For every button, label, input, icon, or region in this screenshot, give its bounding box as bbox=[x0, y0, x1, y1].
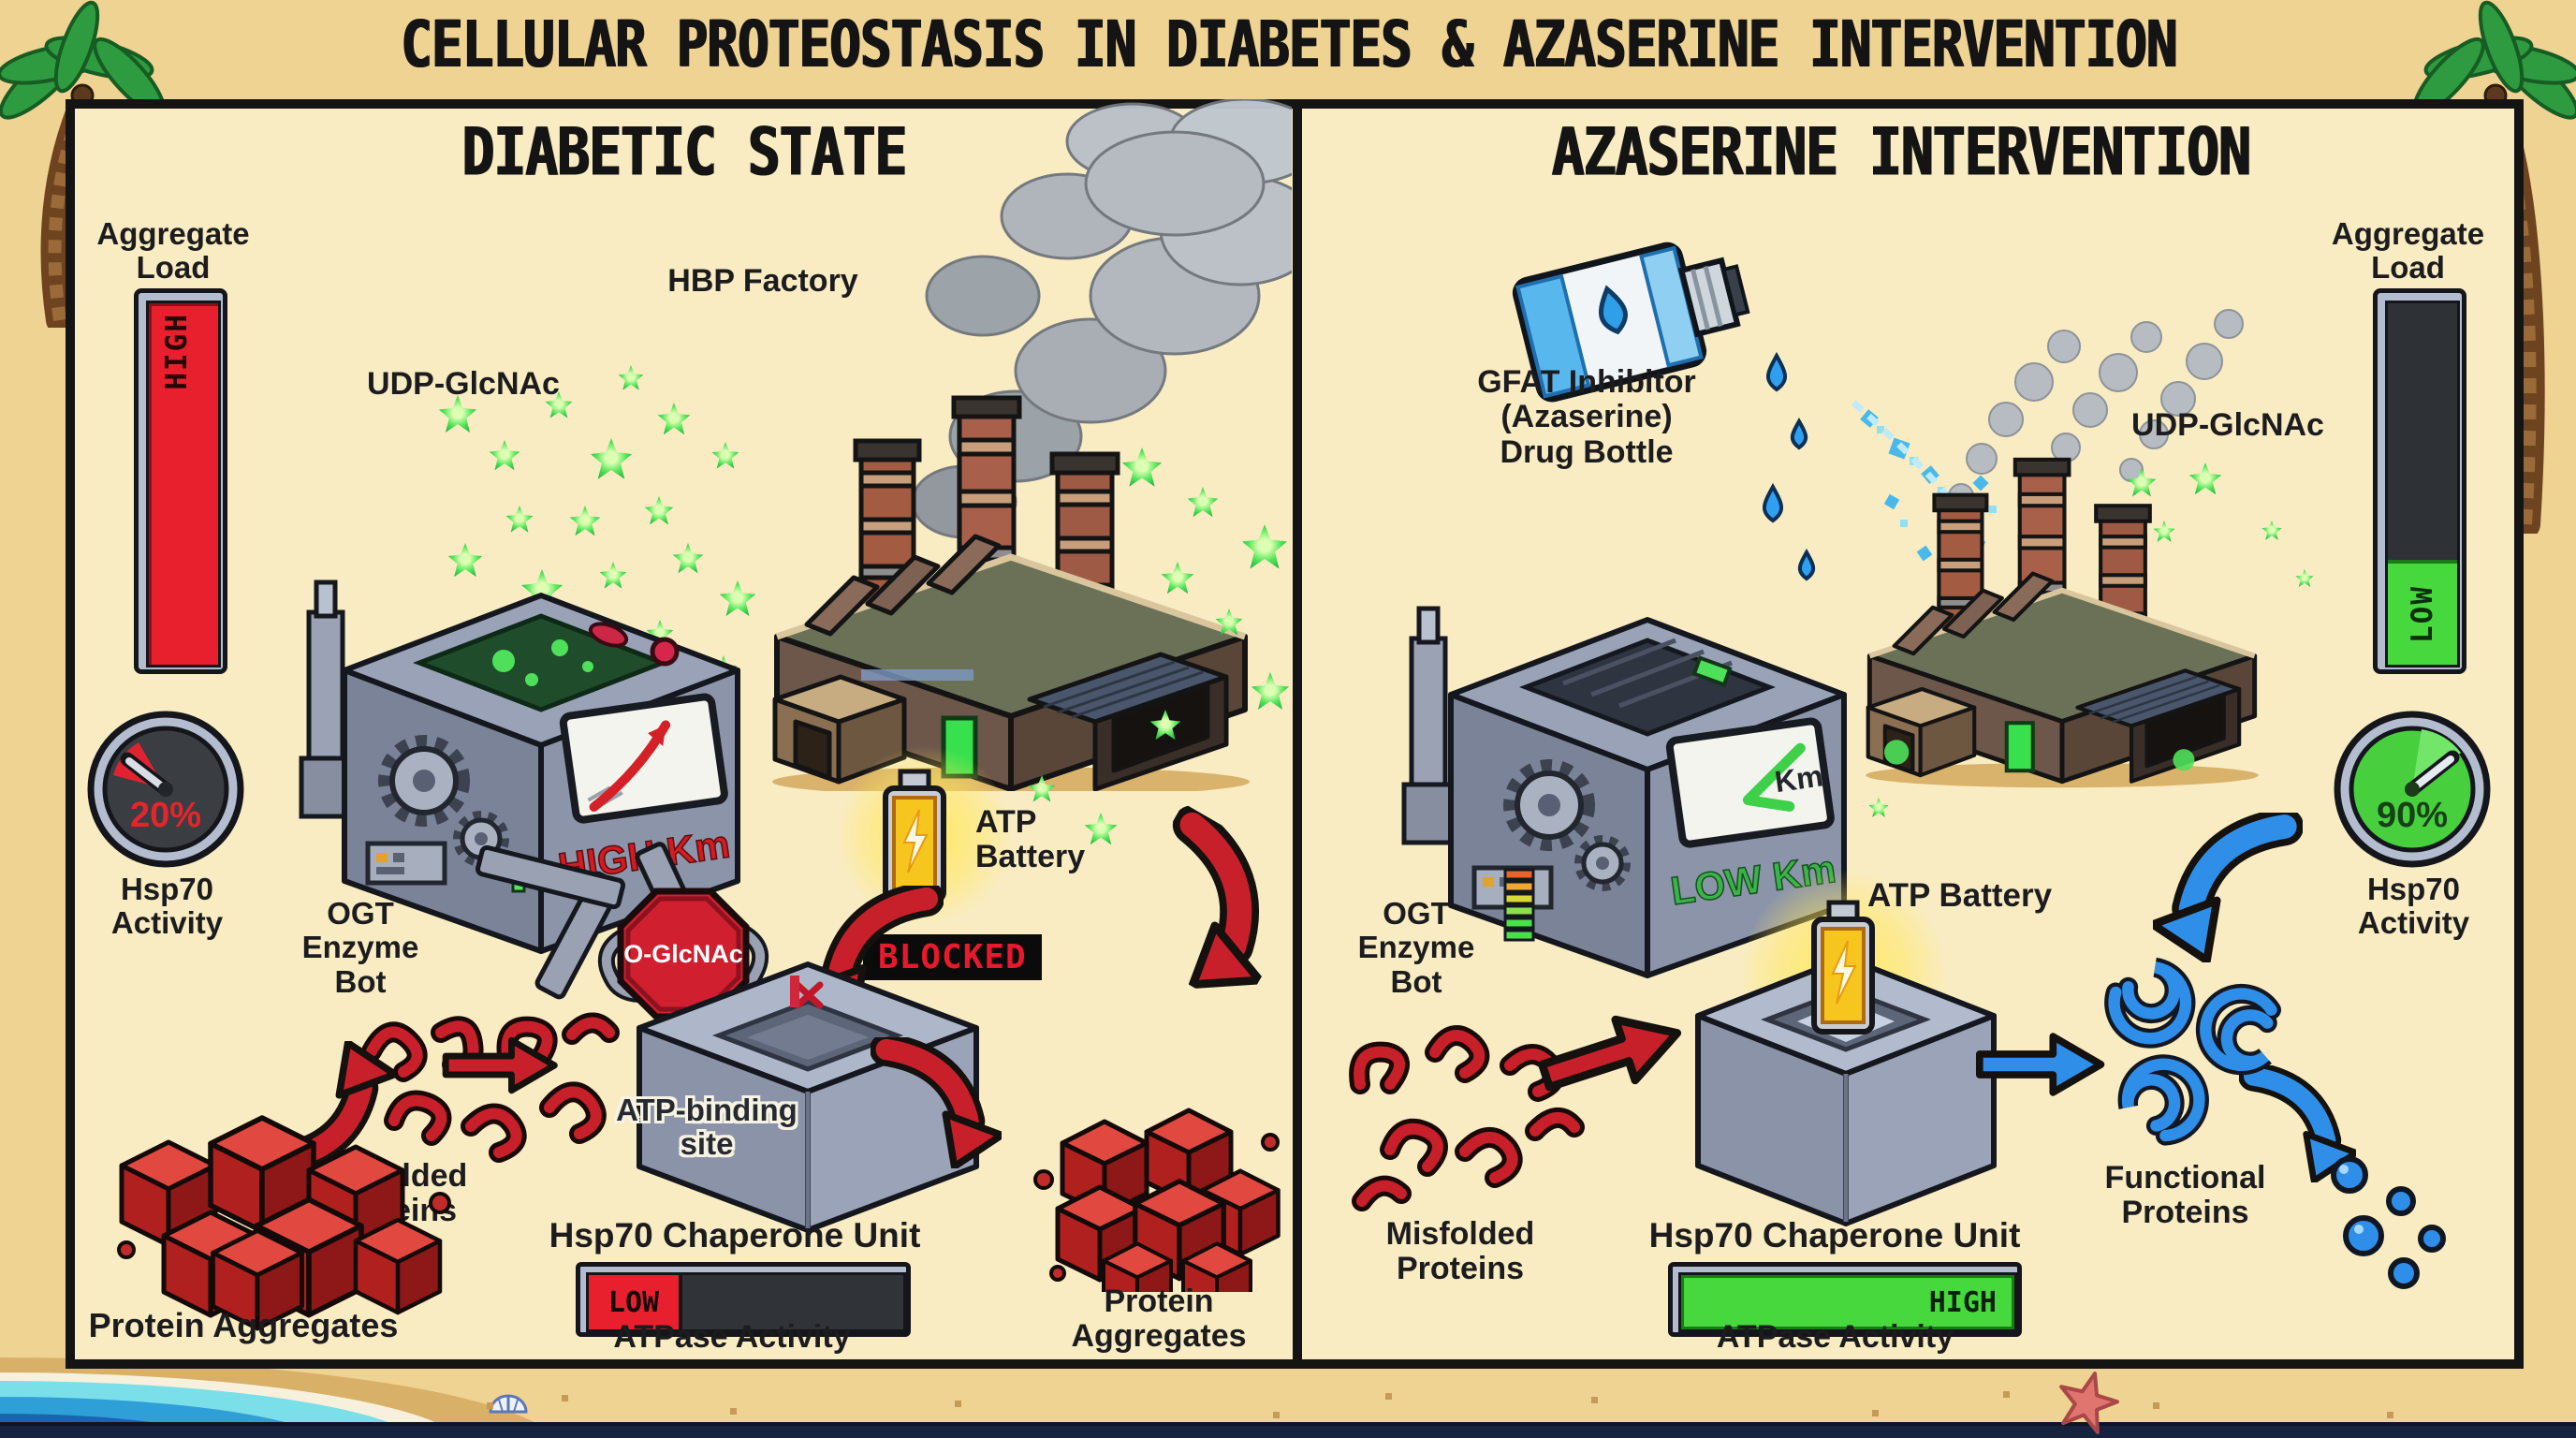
atp-battery-icon bbox=[1811, 900, 1875, 1034]
aggregate-load-meter: HIGH bbox=[134, 288, 227, 674]
protein-aggregates-icon bbox=[1033, 1091, 1296, 1292]
chaperone-unit-label: Hsp70 Chaperone Unit bbox=[549, 1216, 921, 1255]
protein-droplet-icon bbox=[2331, 1156, 2446, 1289]
atpase-activity-bar: LOW bbox=[576, 1262, 911, 1337]
functional-protein-icon bbox=[2104, 957, 2196, 1049]
misfolded-proteins-label: Misfolded Proteins bbox=[1385, 1216, 1535, 1287]
atp-binding-site-label: ATP-binding site bbox=[616, 1093, 798, 1162]
starfish-icon bbox=[2059, 1372, 2120, 1434]
aggregate-load-label: Aggregate Load bbox=[2331, 216, 2485, 286]
hsp70-activity-value: 20% bbox=[130, 796, 201, 835]
atpase-value: LOW bbox=[607, 1285, 660, 1319]
flow-arrow-icon bbox=[1975, 1033, 2105, 1096]
seashell-icon bbox=[489, 1394, 528, 1414]
misfolded-protein-icon bbox=[1349, 1025, 1585, 1211]
hsp70-activity-value: 90% bbox=[2377, 796, 2448, 835]
drug-bottle-label: GFAT Inhibitor (Azaserine) Drug Bottle bbox=[1477, 364, 1696, 470]
aggregate-load-label: Aggregate Load bbox=[96, 216, 250, 286]
atp-battery-label: ATP Battery bbox=[975, 804, 1086, 875]
functional-proteins-label: Functional Proteins bbox=[2104, 1160, 2266, 1231]
hsp70-activity-gauge: 20% bbox=[87, 711, 244, 868]
stop-sign-text: O-GlcNAc bbox=[623, 940, 743, 968]
atpase-activity-bar: HIGH bbox=[1668, 1262, 2022, 1337]
sand-speckles bbox=[562, 1395, 568, 1401]
azaserine-drug-bottle-icon bbox=[1512, 242, 1750, 403]
hsp70-activity-label: Hsp70 Activity bbox=[110, 872, 224, 941]
protein-aggregates-icon bbox=[117, 1100, 451, 1334]
misfolded-protein-icon bbox=[361, 1012, 620, 1163]
ogt-enzyme-bot-icon: HIGH Km bbox=[299, 580, 740, 954]
flow-arrow-icon bbox=[871, 1037, 1002, 1168]
ogt-bot-label: OGT Enzyme Bot bbox=[1357, 896, 1475, 999]
chaperone-unit-label: Hsp70 Chaperone Unit bbox=[1648, 1216, 2021, 1255]
atpase-value: HIGH bbox=[1928, 1285, 1997, 1319]
protein-aggregates-label: Protein Aggregates bbox=[88, 1306, 399, 1344]
hsp70-activity-gauge: 90% bbox=[2334, 711, 2491, 868]
protein-aggregates-label: Protein Aggregates bbox=[1071, 1284, 1247, 1355]
page-title: CELLULAR PROTEOSTASIS IN DIABETES & AZAS… bbox=[400, 7, 2176, 83]
hbp-factory-icon bbox=[1866, 457, 2259, 788]
left-panel-header: DIABETIC STATE bbox=[461, 112, 907, 191]
functional-protein-icon bbox=[2195, 984, 2281, 1076]
atpase-activity-label: ATPase Activity bbox=[613, 1319, 851, 1355]
hbp-factory-label: HBP Factory bbox=[667, 263, 858, 299]
udp-glcnac-label: UDP-GlcNAc bbox=[2131, 407, 2324, 443]
aggregate-load-meter: LOW bbox=[2373, 288, 2466, 674]
ogt-bot-label: OGT Enzyme Bot bbox=[301, 896, 419, 999]
flow-arrow-icon bbox=[2153, 813, 2303, 962]
km-display-text: Km bbox=[1773, 758, 1825, 799]
hsp70-activity-label: Hsp70 Activity bbox=[2357, 872, 2470, 941]
atpase-activity-label: ATPase Activity bbox=[1716, 1319, 1954, 1355]
ocean-strip bbox=[0, 1422, 2576, 1438]
atp-battery-label: ATP Battery bbox=[1867, 877, 2053, 914]
aggregate-load-value: LOW bbox=[2406, 585, 2439, 643]
hbp-factory-icon bbox=[772, 395, 1250, 791]
flow-arrow-icon bbox=[1172, 805, 1264, 989]
aggregate-load-value: HIGH bbox=[160, 313, 194, 390]
flow-arrow-icon bbox=[2239, 1065, 2356, 1182]
udp-glcnac-label: UDP-GlcNAc bbox=[367, 366, 560, 402]
palm-tree-icon bbox=[0, 0, 166, 328]
right-panel-header: AZASERINE INTERVENTION bbox=[1550, 112, 2250, 191]
flow-arrow-icon bbox=[442, 1036, 558, 1094]
blocked-badge: BLOCKED bbox=[863, 934, 1042, 980]
flow-arrow-icon bbox=[1538, 1015, 1682, 1092]
functional-protein-icon bbox=[2117, 1054, 2209, 1146]
